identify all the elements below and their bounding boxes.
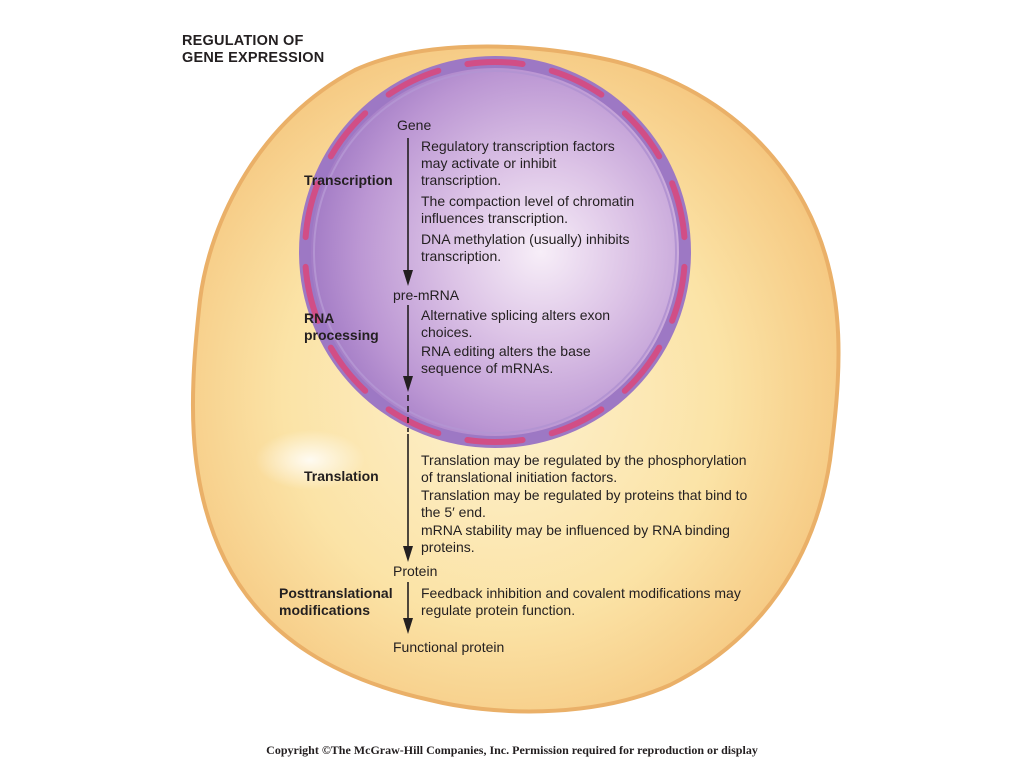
arrowhead-functional-protein [403,618,413,634]
stage-label-translation: Translation [304,468,379,484]
envelope-segment [385,67,442,98]
translation-note-1-line-1: Translation may be regulated by the phos… [421,452,747,468]
envelope-segment [464,437,526,445]
envelope-segment [548,406,605,437]
translation-note-2-line-1: Translation may be regulated by proteins… [421,487,748,503]
transcription-note-2-line-2: influences transcription. [421,210,569,226]
envelope-segments [302,59,688,445]
arrowhead-pre-mrna [403,270,413,286]
transcription-note-1-line-2: may activate or inhibit [421,155,557,171]
posttranslational-note-line-1: Feedback inhibition and covalent modific… [421,585,741,601]
nuclear-envelope-inner [313,70,677,434]
envelope-segment [669,180,688,241]
transcription-note-1-line-3: transcription. [421,172,502,188]
diagram-title-line-1: REGULATION OF [182,33,304,49]
rna-processing-note-1-line-2: choices. [421,324,473,340]
stage-label-posttranslational-line-1: Posttranslational [279,585,393,601]
stage-label-posttranslational-line-2: modifications [279,602,371,618]
envelope-segment [548,67,605,98]
envelope-segment [302,180,321,241]
envelope-segment [327,344,369,394]
flow-arrows [403,138,413,634]
diagram-title-line-2: GENE EXPRESSION [182,50,325,66]
arrowhead-nuclear-pore [403,376,413,392]
envelope-segment [464,59,526,67]
stage-label-rna-processing-line-2: processing [304,327,379,343]
envelope-segment [385,406,442,437]
rna-processing-note-2-line-1: RNA editing alters the base [421,343,591,359]
transcription-note-3-line-1: DNA methylation (usually) inhibits [421,231,630,247]
translation-note-3-line-1: mRNA stability may be influenced by RNA … [421,522,730,538]
molecule-functional-protein: Functional protein [393,639,505,655]
envelope-segment [302,263,321,324]
envelope-segment [621,110,663,160]
molecule-gene: Gene [397,117,432,133]
envelope-segment [327,110,369,160]
posttranslational-note-line-2: regulate protein function. [421,602,576,618]
molecule-pre-mrna: pre-mRNA [393,287,460,303]
transcription-note-1-line-1: Regulatory transcription factors [421,138,615,154]
cytoplasm-highlight [255,430,365,490]
envelope-segment [621,344,663,394]
molecule-protein: Protein [393,563,438,579]
envelope-segment [669,263,688,324]
transcription-note-3-line-2: transcription. [421,248,502,264]
rna-processing-note-1-line-1: Alternative splicing alters exon [421,307,611,323]
translation-note-3-line-2: proteins. [421,539,475,555]
rna-processing-note-2-line-2: sequence of mRNAs. [421,360,554,376]
copyright-notice: Copyright ©The McGraw-Hill Companies, In… [266,743,758,757]
stage-label-rna-processing-line-1: RNA [304,310,335,326]
transcription-note-2-line-1: The compaction level of chromatin [421,193,635,209]
translation-note-2-line-2: the 5′ end. [421,504,486,520]
translation-note-1-line-2: of translational initiation factors. [421,469,618,485]
arrowhead-protein [403,546,413,562]
stage-label-transcription: Transcription [304,172,393,188]
